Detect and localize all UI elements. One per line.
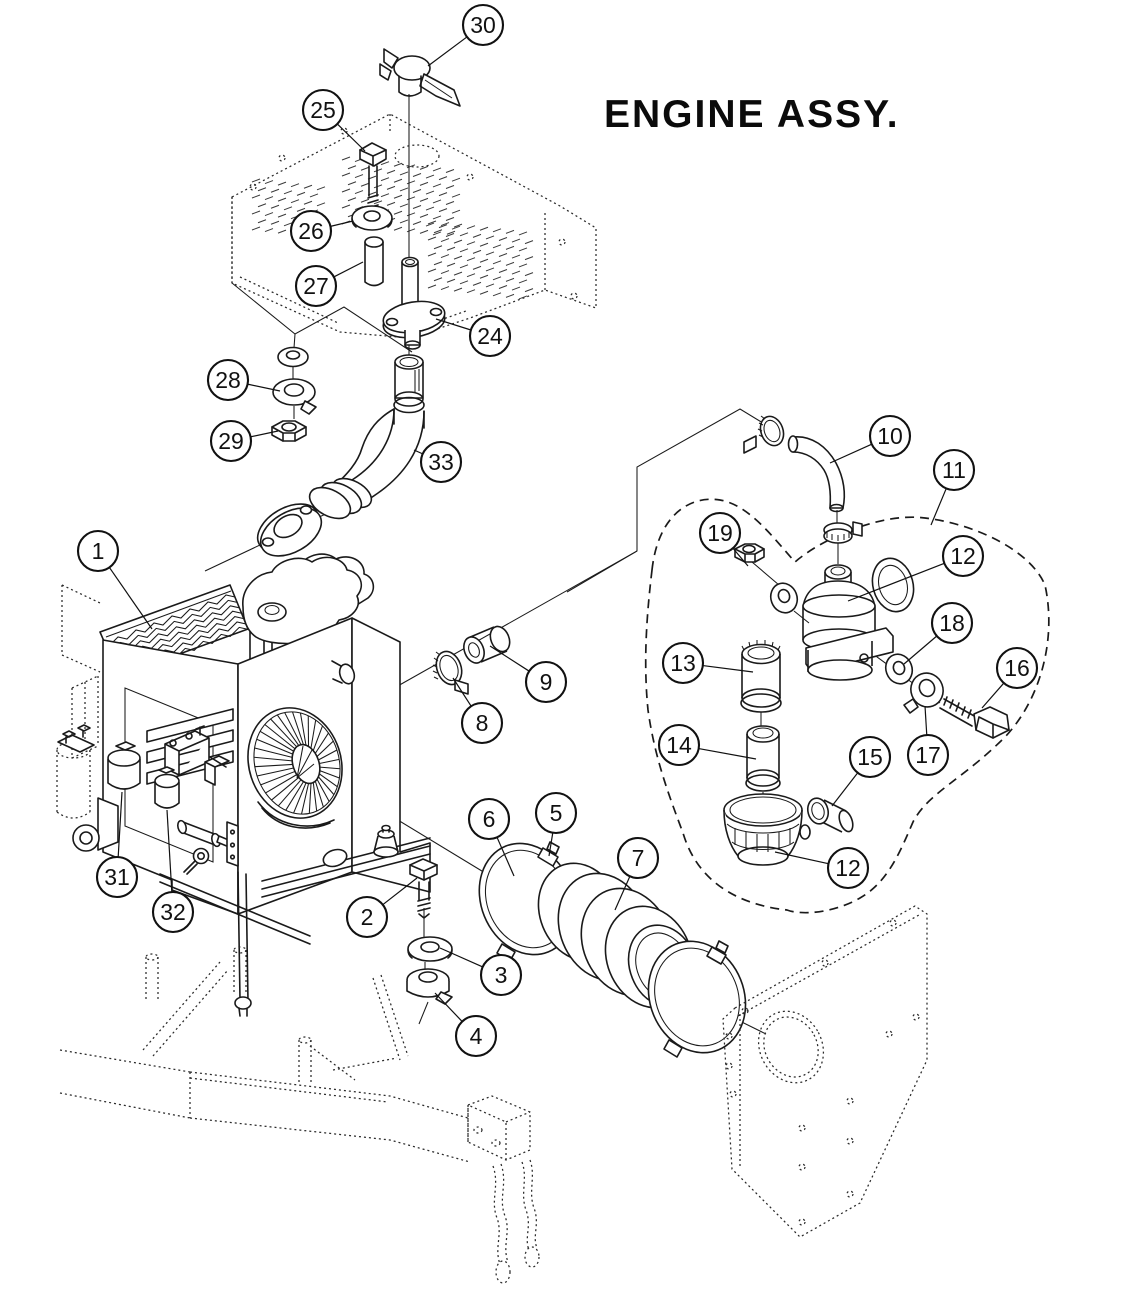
panel-screw-holes (725, 919, 920, 1226)
part-33-exhaust-pipe (256, 354, 425, 557)
part-16-bolt (939, 696, 1010, 739)
callout-19: 19 (698, 511, 749, 567)
callout-27: 27 (294, 261, 364, 308)
callout-5: 5 (534, 791, 578, 857)
svg-text:28: 28 (215, 367, 241, 393)
part-26-washer (351, 205, 393, 231)
callout-17: 17 (906, 705, 950, 777)
svg-text:15: 15 (857, 744, 883, 770)
callout-16: 16 (981, 646, 1039, 709)
part-12-filter-cup (723, 793, 811, 866)
callout-12: 12 (847, 534, 985, 602)
part-2-3-4-bolt-washer-spacer (406, 858, 453, 1005)
svg-text:19: 19 (707, 520, 733, 546)
callout-31: 31 (95, 791, 139, 899)
callout-9: 9 (489, 645, 568, 704)
part-11-fuel-filter-group-boundary (644, 498, 1050, 914)
callout-10: 10 (829, 414, 912, 464)
svg-text:30: 30 (470, 12, 496, 38)
part-7-bellows-hose (537, 862, 699, 1009)
svg-text:33: 33 (428, 449, 454, 475)
callout-2: 2 (345, 877, 418, 939)
callout-26: 26 (289, 209, 354, 253)
part-19-nut-and-washer (734, 543, 799, 614)
part-9-hose (463, 625, 511, 664)
part-27-spacer (364, 236, 384, 287)
callout-14: 14 (657, 723, 757, 767)
callout-29: 29 (209, 419, 279, 463)
safety-chains (492, 1159, 540, 1284)
callout-6: 6 (467, 797, 515, 877)
svg-text:26: 26 (298, 218, 324, 244)
svg-text:2: 2 (361, 904, 374, 930)
callout-11: 11 (930, 448, 976, 526)
svg-text:8: 8 (476, 710, 489, 736)
frame-phantom (59, 946, 540, 1284)
svg-text:6: 6 (483, 806, 496, 832)
svg-text:9: 9 (540, 669, 553, 695)
svg-text:29: 29 (218, 428, 244, 454)
svg-text:10: 10 (877, 423, 903, 449)
part-18-washer (884, 653, 914, 685)
callout-33: 33 (413, 440, 463, 484)
svg-text:31: 31 (104, 864, 130, 890)
part-31-32-engine-mounts (72, 741, 180, 852)
svg-text:14: 14 (666, 732, 692, 758)
mounting-panel-phantom (722, 905, 928, 1238)
fan-blades (253, 711, 341, 815)
svg-text:5: 5 (550, 800, 563, 826)
svg-text:25: 25 (310, 97, 336, 123)
part-10-fuel-hose (743, 415, 846, 513)
svg-text:13: 13 (670, 650, 696, 676)
svg-text:7: 7 (632, 845, 645, 871)
part-17-lock-washer (903, 672, 944, 714)
callout-24: 24 (435, 314, 512, 358)
callout-1: 1 (76, 529, 153, 630)
svg-text:16: 16 (1004, 655, 1030, 681)
part-10-hose-clamp-lower (823, 521, 863, 544)
part-24-filler-tube (382, 256, 446, 350)
svg-text:12: 12 (835, 855, 861, 881)
svg-text:12: 12 (950, 543, 976, 569)
diagram-title: ENGINE ASSY. (604, 93, 900, 136)
svg-text:24: 24 (477, 323, 503, 349)
svg-text:27: 27 (303, 273, 329, 299)
part-30-dipstick-grip (379, 48, 461, 107)
svg-text:4: 4 (470, 1023, 483, 1049)
callout-28: 28 (206, 358, 281, 402)
part-13-filter-element-upper (740, 640, 782, 713)
svg-text:11: 11 (942, 457, 966, 483)
callout-32: 32 (151, 809, 195, 934)
callout-18: 18 (903, 601, 974, 665)
part-12-fuel-pump (802, 557, 915, 681)
callout-7: 7 (614, 836, 660, 911)
callout-13: 13 (661, 641, 754, 685)
svg-text:18: 18 (939, 610, 965, 636)
part-15-elbow-fitting (806, 797, 854, 833)
svg-text:1: 1 (92, 538, 105, 564)
svg-text:3: 3 (495, 962, 508, 988)
svg-text:17: 17 (915, 742, 941, 768)
callout-12: 12 (774, 846, 870, 890)
part-5-6-ring-clamp-rear (647, 940, 747, 1058)
part-8-clamp (432, 650, 469, 695)
callout-4: 4 (434, 992, 498, 1058)
part-14-filter-element-lower (745, 725, 781, 792)
callout-30: 30 (427, 3, 505, 67)
svg-text:32: 32 (160, 899, 186, 925)
callout-3: 3 (439, 947, 523, 997)
callout-25: 25 (301, 88, 366, 152)
callout-15: 15 (831, 735, 892, 807)
part-28-29-washer-lockwasher-nut (271, 346, 317, 442)
callout-8: 8 (452, 677, 504, 745)
